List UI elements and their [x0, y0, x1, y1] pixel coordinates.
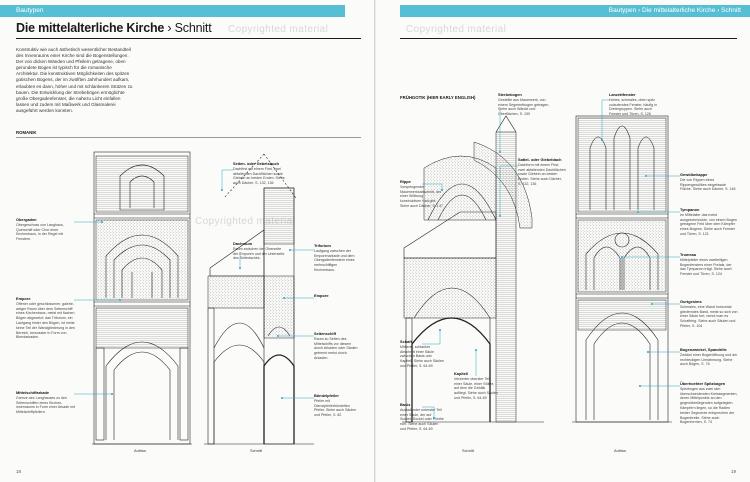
leader-lines-right	[422, 99, 680, 419]
romanesque-section-drawing	[204, 153, 314, 445]
caption-schnitt-left: Schnitt	[250, 448, 262, 453]
left-page: Bautypen Die mittelalterliche Kirche › S…	[0, 0, 375, 482]
caption-aufriss-right: Aufriss	[614, 448, 626, 453]
section-fruehgotik: FRÜHGOTIK (HIER EARLY ENGLISH)	[400, 95, 476, 100]
title-rule-right	[400, 38, 737, 39]
page-title: Die mittelalterliche Kirche › Schnitt	[16, 21, 212, 35]
title-main: Die mittelalterliche Kirche	[16, 21, 165, 35]
header-band-left: Bautypen	[0, 5, 345, 17]
caption-schnitt-right: Schnitt	[462, 448, 474, 453]
watermark: Copyrighted material	[195, 216, 296, 227]
romanesque-elevation-drawing	[92, 151, 192, 445]
caption-aufriss-left: Aufriss	[134, 448, 146, 453]
header-band-right: Bautypen › Die mittelalterliche Kirche ›…	[400, 5, 750, 17]
gothic-section-drawing	[402, 115, 544, 423]
title-sub: › Schnitt	[167, 21, 212, 35]
title-rule	[16, 38, 361, 39]
section-romanik: ROMANIK	[16, 130, 37, 135]
label-empore-small: Empore	[314, 293, 329, 298]
watermark: Copyrighted material	[228, 24, 329, 35]
page-number-right: 19	[731, 469, 737, 474]
leader-lines-left	[74, 169, 314, 399]
gothic-elevation-drawing	[572, 115, 672, 423]
right-page: Bautypen › Die mittelalterliche Kirche ›…	[375, 0, 750, 482]
page-number-left: 18	[16, 469, 22, 474]
watermark: Copyrighted material	[406, 24, 507, 35]
section-rule	[16, 137, 361, 138]
intro-text: Konstruktiv wie auch ästhetisch wesentli…	[16, 47, 133, 113]
